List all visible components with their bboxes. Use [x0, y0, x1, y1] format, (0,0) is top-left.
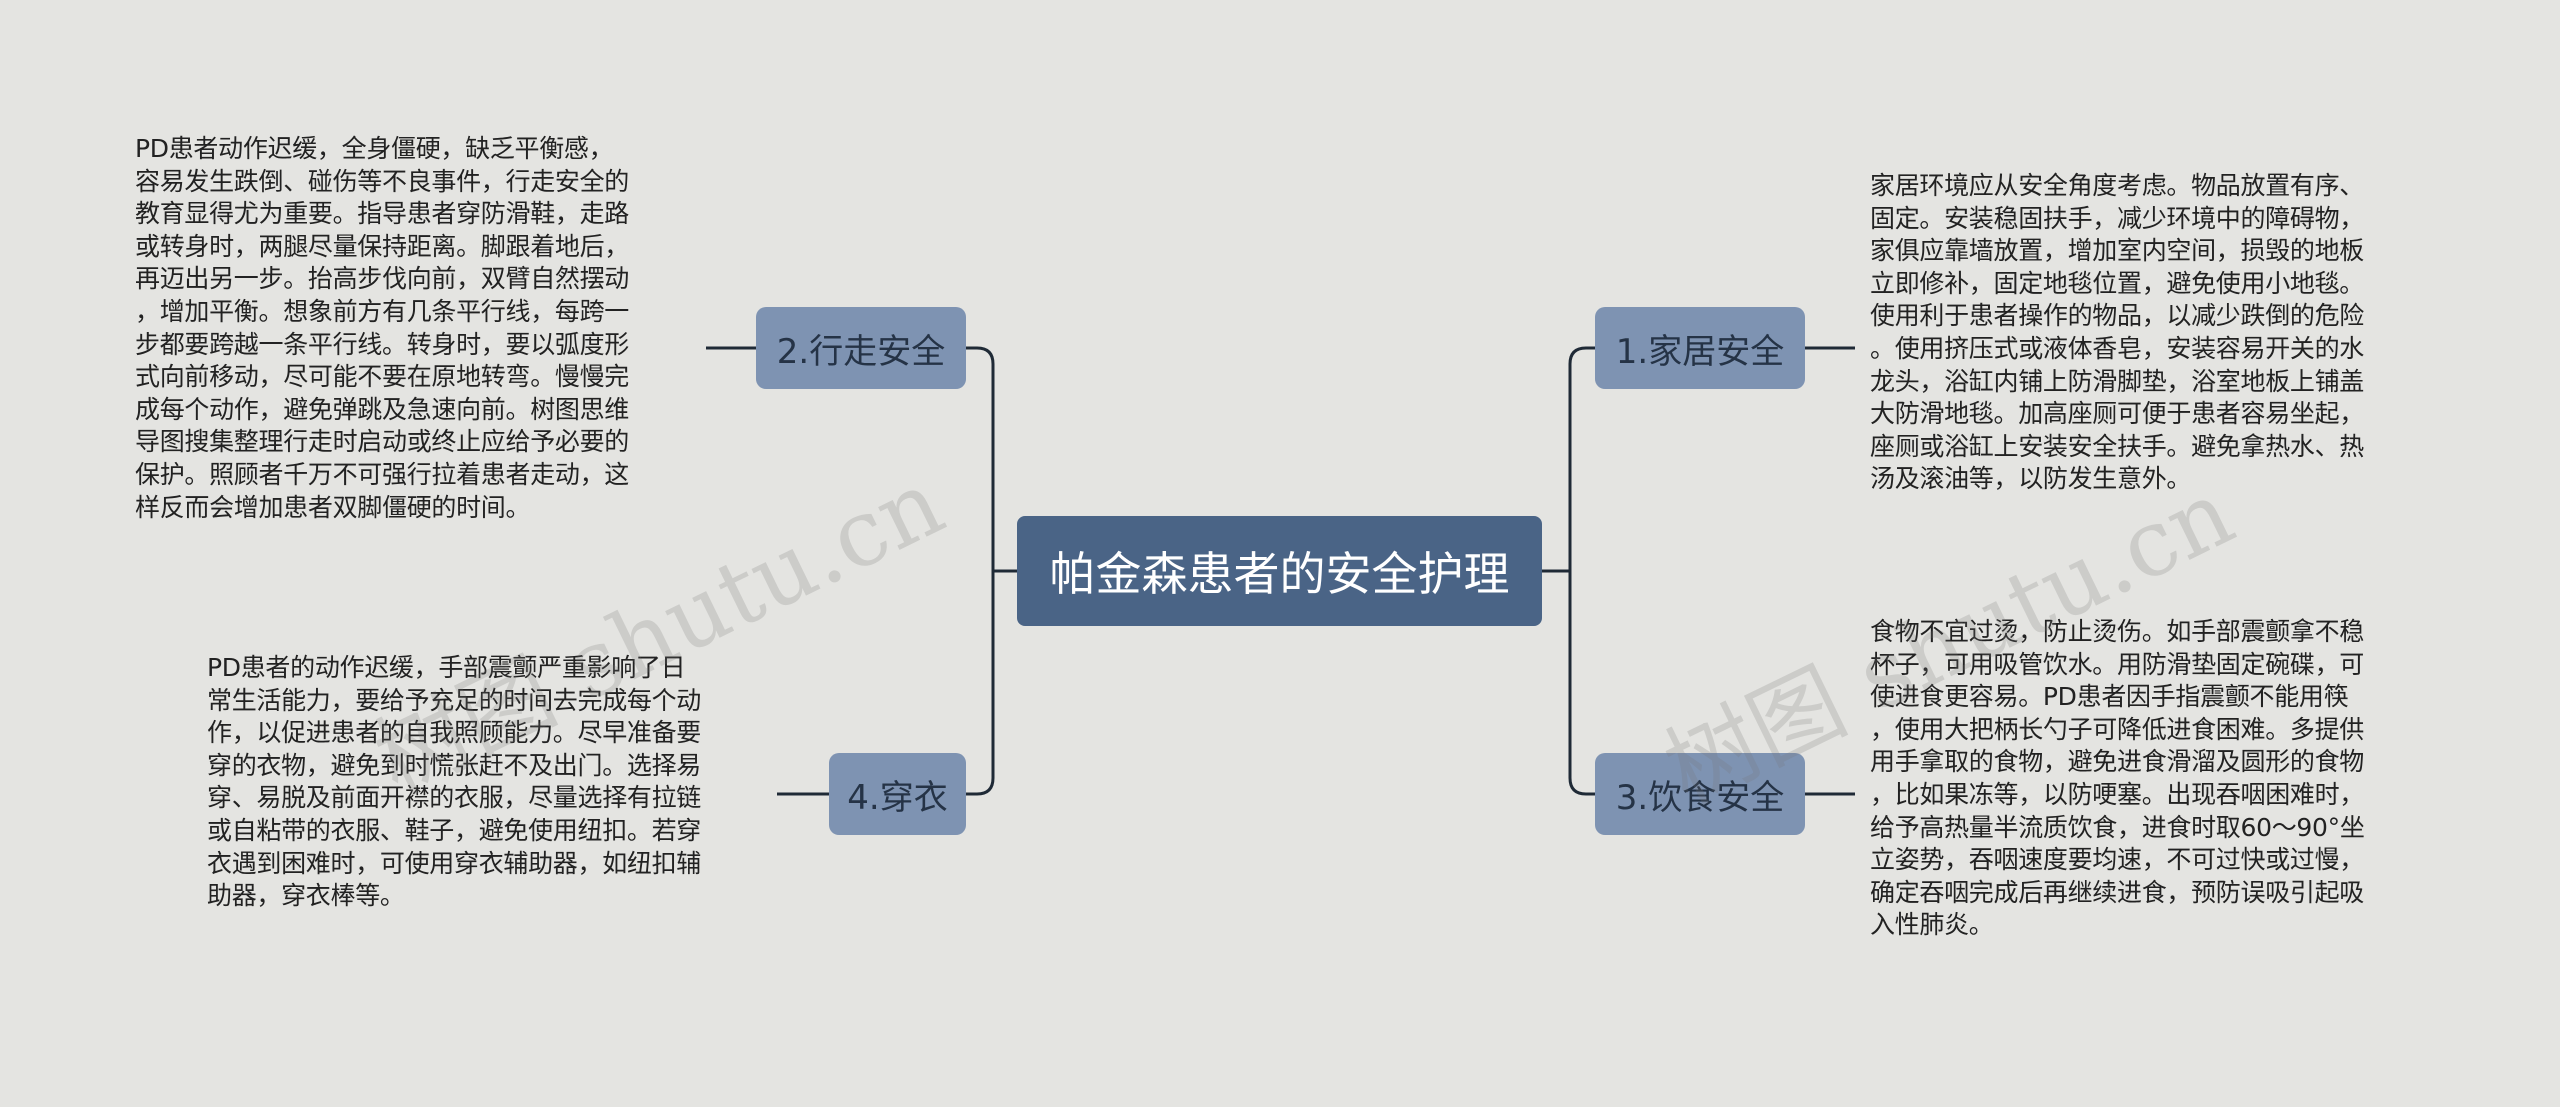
branch-walking-safety[interactable]: 2.行走安全 — [756, 307, 966, 389]
connector-right-to-branch-1 — [1568, 346, 1595, 571]
branch-dressing[interactable]: 4.穿衣 — [829, 753, 966, 835]
connector-right-to-branch-3 — [1568, 571, 1595, 796]
leaf-dressing-text: PD患者的动作迟缓，手部震颤严重影响了日 常生活能力，要给予充足的时间去完成每个… — [207, 653, 702, 911]
branch-eating-safety-label: 3.饮食安全 — [1615, 777, 1785, 818]
branch-home-safety-label: 1.家居安全 — [1615, 331, 1785, 372]
leaf-walking-safety-text: PD患者动作迟缓，全身僵硬，缺乏平衡感， 容易发生跌倒、碰伤等不良事件，行走安全… — [135, 134, 630, 522]
root-topic[interactable]: 帕金森患者的安全护理 — [1017, 516, 1542, 626]
branch-eating-safety[interactable]: 3.饮食安全 — [1595, 753, 1805, 835]
root-topic-label: 帕金森患者的安全护理 — [1049, 547, 1510, 601]
connector-left-to-branch-4 — [966, 571, 995, 796]
branch-walking-safety-label: 2.行走安全 — [776, 331, 946, 372]
branch-home-safety[interactable]: 1.家居安全 — [1595, 307, 1805, 389]
leaf-eating-safety-text: 食物不宜过烫，防止烫伤。如手部震颤拿不稳 杯子，可用吸管饮水。用防滑垫固定碗碟，… — [1870, 617, 2365, 940]
connector-left-to-branch-2 — [966, 346, 995, 571]
branch-dressing-label: 4.穿衣 — [847, 777, 948, 818]
leaf-home-safety-text: 家居环境应从安全角度考虑。物品放置有序、 固定。安装稳固扶手，减少环境中的障碍物… — [1870, 171, 2365, 494]
